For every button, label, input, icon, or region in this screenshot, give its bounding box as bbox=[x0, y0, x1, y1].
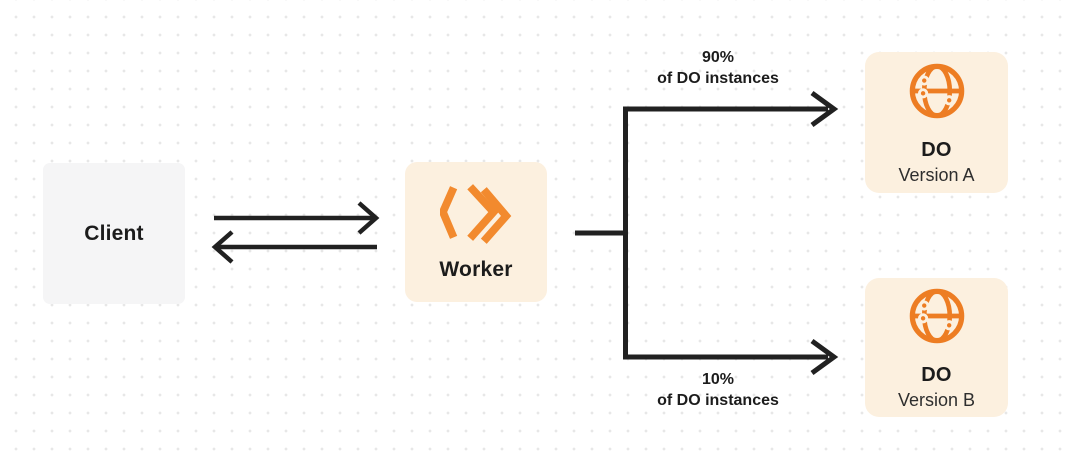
do-b-subtitle: Version B bbox=[897, 389, 976, 410]
do-a-title: DO bbox=[921, 138, 952, 161]
durable-object-globe-icon bbox=[908, 62, 966, 120]
durable-object-globe-icon bbox=[908, 287, 966, 345]
node-do-version-b: DO Version B bbox=[865, 278, 1008, 417]
node-do-version-a: DO Version A bbox=[865, 52, 1008, 193]
edge-label-10-line1: 10% bbox=[701, 371, 735, 388]
edge-client-to-worker-arrow bbox=[214, 201, 380, 235]
do-a-subtitle: Version A bbox=[898, 164, 975, 185]
edge-label-10-percent: 10% of DO instances bbox=[608, 369, 828, 411]
worker-label: Worker bbox=[439, 257, 513, 281]
edge-worker-to-client-arrow bbox=[211, 230, 377, 264]
edge-label-90-percent: 90% of DO instances bbox=[608, 47, 828, 89]
arrowhead-to-do-a bbox=[810, 90, 839, 128]
edge-label-90-line2: of DO instances bbox=[657, 70, 779, 87]
branch-trunk-line bbox=[623, 106, 828, 360]
client-label: Client bbox=[84, 221, 144, 245]
edge-label-90-line1: 90% bbox=[701, 49, 735, 66]
cloudflare-workers-logo-icon bbox=[438, 183, 512, 245]
node-client: Client bbox=[43, 163, 185, 304]
edge-label-10-line2: of DO instances bbox=[657, 392, 779, 409]
edge-worker-branch bbox=[575, 90, 839, 376]
node-worker: Worker bbox=[405, 162, 547, 302]
do-b-title: DO bbox=[921, 363, 952, 386]
